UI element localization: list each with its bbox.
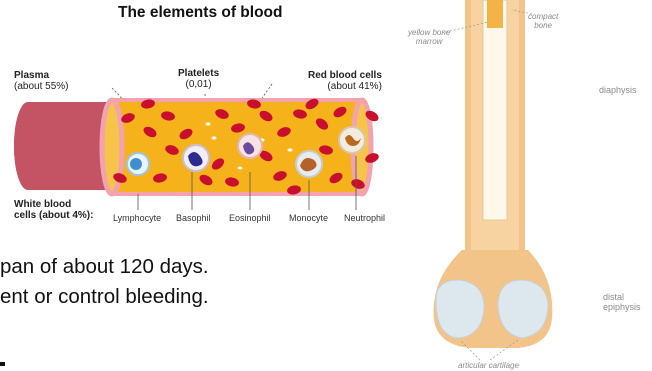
yellow-marrow-label-line2: marrow [408, 37, 450, 46]
distal-epiphysis-label-line2: epiphysis [603, 302, 641, 312]
compact-bone-label-line2: bone [528, 21, 558, 30]
body-text: pan of about 120 days. ent or control bl… [0, 252, 209, 312]
articular-cartilage-label: articular cartilage [458, 361, 519, 370]
wbc-type-neutrophil: Neutrophil [344, 213, 385, 223]
lymphocyte-nucleus [130, 158, 142, 170]
distal-epiphysis-label: distal epiphysis [603, 292, 641, 312]
wbc-label: White blood cells (about 4%): [14, 199, 93, 221]
diaphysis-label: diaphysis [599, 85, 637, 95]
distal-epiphysis-label-line1: distal [603, 292, 641, 302]
articular-cartilage-left [436, 280, 484, 338]
wbc-label-line1: White blood [14, 199, 93, 210]
wbc-type-monocyte: Monocyte [289, 213, 328, 223]
compact-bone-label: compact bone [528, 12, 558, 30]
wbc-type-lymphocyte: Lymphocyte [113, 213, 161, 223]
wbc-type-basophil: Basophil [176, 213, 211, 223]
platelet [206, 122, 211, 125]
wbc-label-line2: cells (about 4%): [14, 210, 93, 221]
platelet [288, 148, 293, 151]
body-text-line-1: pan of about 120 days. [0, 252, 209, 282]
medullary-cavity [483, 0, 507, 220]
yellow-marrow-label-line1: yellow bone [408, 28, 450, 37]
wbc-type-eosinophil: Eosinophil [229, 213, 271, 223]
body-text-cutoff-mark [0, 362, 5, 366]
yellow-marrow [487, 0, 503, 28]
compact-bone-label-line1: compact [528, 12, 558, 21]
vessel-outer-surface [14, 102, 105, 190]
body-text-line-2: ent or control bleeding. [0, 282, 209, 312]
platelet [238, 166, 243, 169]
articular-cartilage-right [498, 280, 548, 338]
yellow-marrow-label: yellow bone marrow [408, 28, 450, 46]
platelet [212, 136, 217, 139]
bone-illustration [400, 0, 652, 371]
